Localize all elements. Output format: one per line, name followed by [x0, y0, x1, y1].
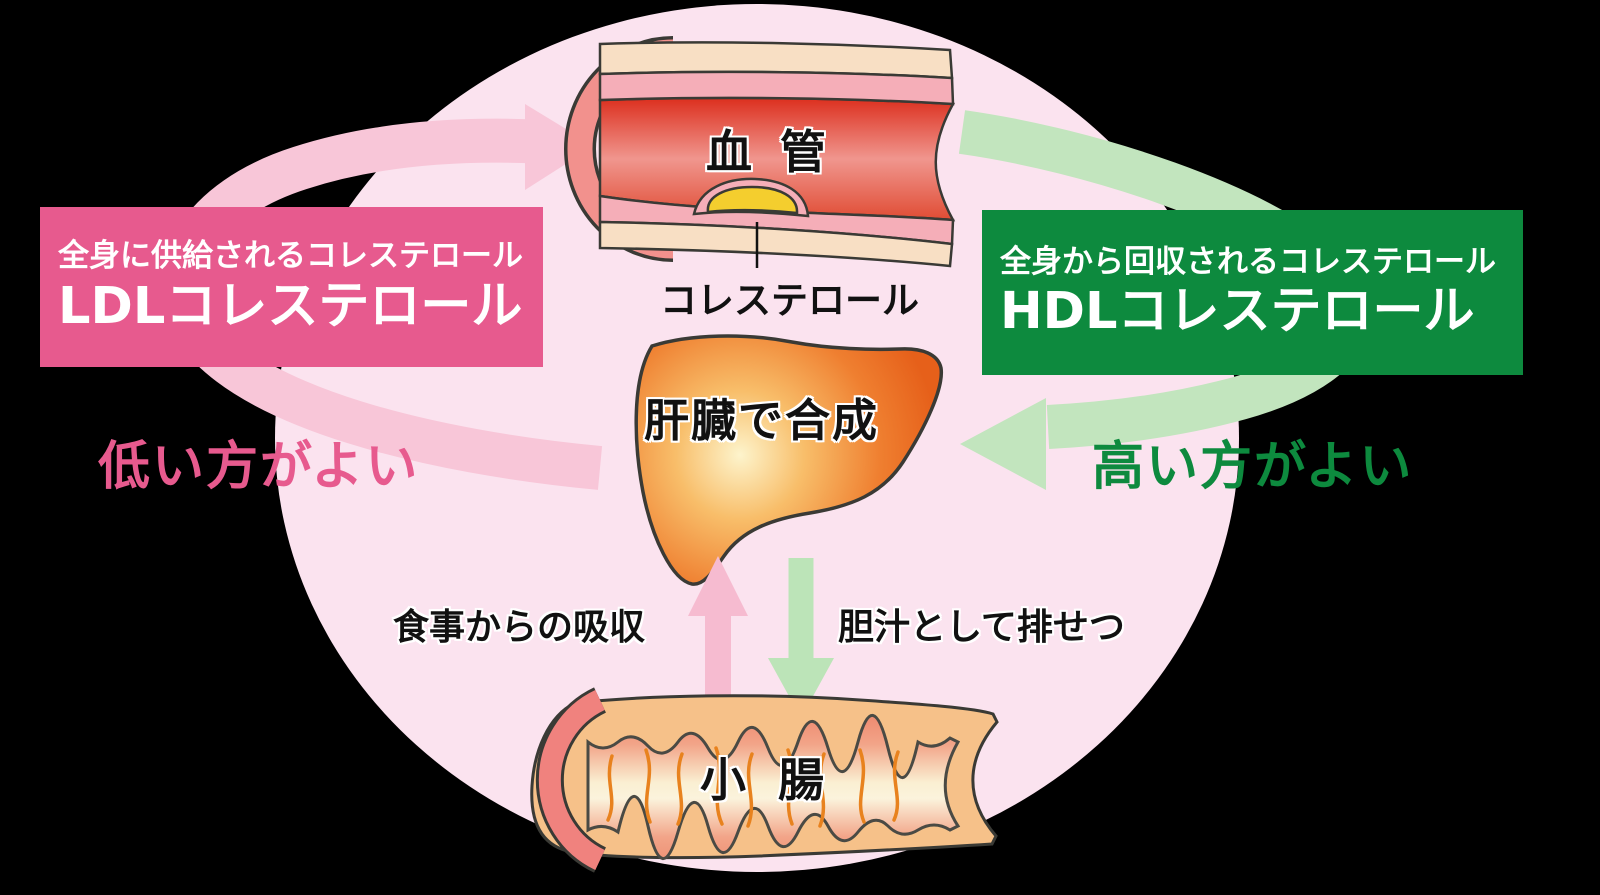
ldl-description: 全身に供給されるコレステロール — [58, 238, 523, 275]
blood-vessel-label: 血 管 — [706, 125, 833, 179]
ldl-cholesterol-box: 全身に供給されるコレステロール LDLコレステロール — [40, 207, 543, 367]
absorption-from-food-label: 食事からの吸収 — [393, 607, 646, 648]
intestine-folds — [606, 746, 900, 828]
blood-vessel-illustration — [564, 36, 956, 268]
hdl-description: 全身から回収されるコレステロール — [1000, 243, 1496, 280]
hdl-title: HDLコレステロール — [1000, 282, 1475, 342]
excretion-arrow — [768, 558, 834, 718]
ldl-arrowhead — [525, 104, 594, 190]
ldl-title: LDLコレステロール — [58, 276, 523, 336]
hdl-higher-is-better-slogan: 高い方がよい — [1092, 437, 1414, 497]
cholesterol-plaque-label: コレステロール — [660, 279, 919, 322]
liver-illustration — [634, 334, 944, 586]
small-intestine-illustration — [530, 687, 999, 873]
bile-excretion-label: 胆汁として排せつ — [838, 607, 1125, 648]
ldl-lower-is-better-slogan: 低い方がよい — [98, 437, 420, 497]
cholesterol-plaque — [706, 185, 799, 215]
liver-label: 肝臓で合成 — [644, 394, 880, 447]
hdl-arrowhead — [960, 398, 1046, 490]
small-intestine-label: 小 腸 — [700, 753, 833, 807]
hdl-cholesterol-box: 全身から回収されるコレステロール HDLコレステロール — [982, 210, 1523, 375]
